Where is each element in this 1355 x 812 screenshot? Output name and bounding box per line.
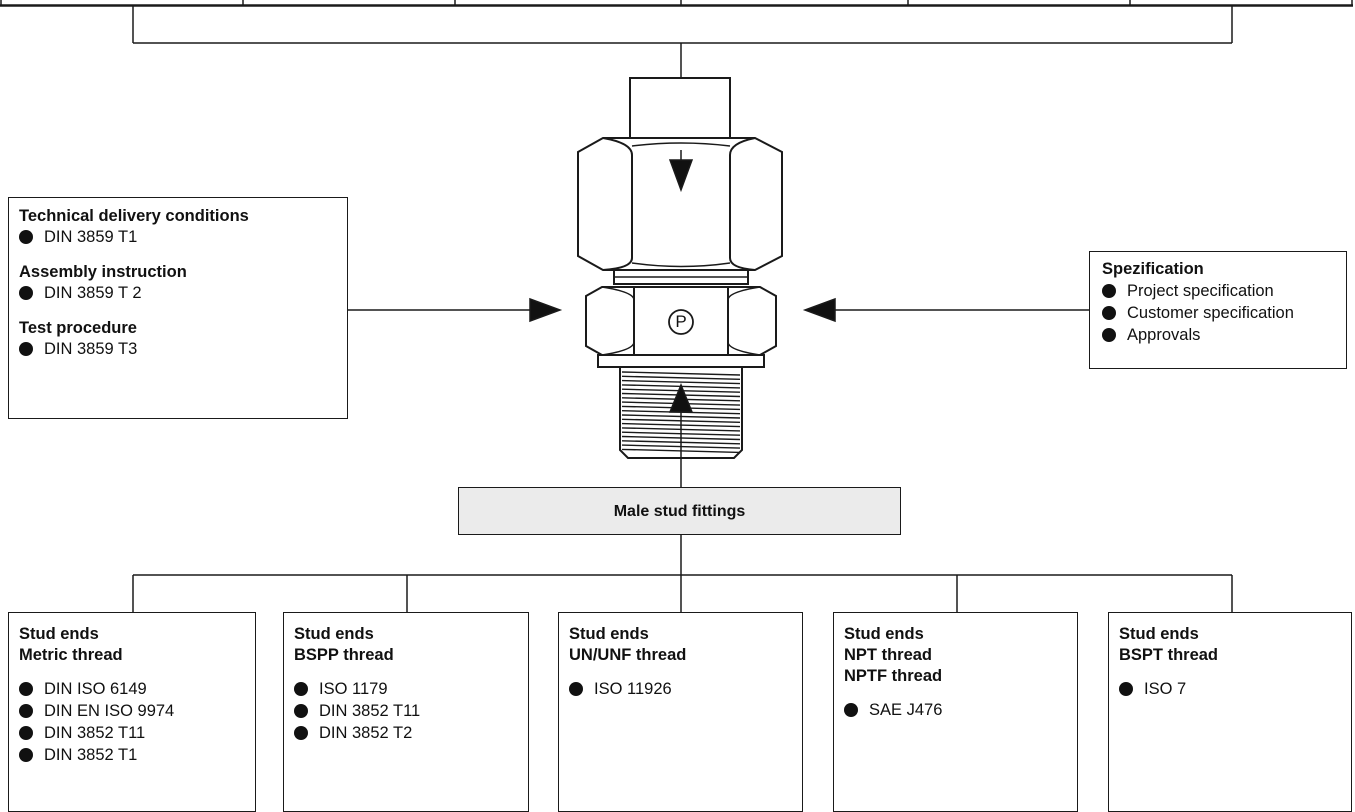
box-title-line: BSPT thread xyxy=(1119,646,1219,664)
list-item: ISO 1179 xyxy=(294,679,528,700)
list-item: DIN 3852 T1 xyxy=(19,745,255,766)
bullet-dot-icon xyxy=(19,230,33,244)
bullet-dot-icon xyxy=(1119,682,1133,696)
bullet-dot-icon xyxy=(19,682,33,696)
list-item: Customer specification xyxy=(1102,303,1346,324)
specification-box-right: Spezification Project specification Cust… xyxy=(1089,251,1347,369)
box-title-line: Stud ends xyxy=(1119,625,1199,643)
box-title-line: Stud ends xyxy=(19,625,99,643)
bottom-connector-lines xyxy=(132,535,1233,612)
list-item: DIN 3852 T11 xyxy=(294,701,528,722)
center-label: Male stud fittings xyxy=(613,502,746,520)
list-item: DIN EN ISO 9974 xyxy=(19,701,255,722)
bullet-dot-icon xyxy=(294,726,308,740)
bullet-dot-icon xyxy=(294,704,308,718)
list-item: DIN 3859 T3 xyxy=(19,339,347,360)
list-item: DIN 3852 T11 xyxy=(19,723,255,744)
bullet-dot-icon xyxy=(1102,284,1116,298)
list-item: ISO 11926 xyxy=(569,679,802,700)
arrow-top xyxy=(668,150,694,193)
arrow-bottom xyxy=(668,383,694,487)
stud-ends-box-bspt: Stud ends BSPT thread ISO 7 xyxy=(1108,612,1352,812)
box-title-line: NPTF thread xyxy=(844,667,943,685)
top-table-fragment xyxy=(0,0,1353,7)
bullet-dot-icon xyxy=(19,748,33,762)
bullet-dot-icon xyxy=(19,704,33,718)
box-title-line: Stud ends xyxy=(294,625,374,643)
bullet-dot-icon xyxy=(1102,306,1116,320)
list-item: DIN 3859 T1 xyxy=(19,227,347,248)
box-title-line: UN/UNF thread xyxy=(569,646,687,664)
arrow-left xyxy=(348,297,563,323)
fitting-illustration xyxy=(577,77,783,459)
stud-ends-box-metric: Stud ends Metric thread DIN ISO 6149 DIN… xyxy=(8,612,256,812)
bullet-dot-icon xyxy=(19,286,33,300)
thread-line xyxy=(621,375,741,380)
thread-line xyxy=(621,379,741,385)
list-item: SAE J476 xyxy=(844,700,1077,721)
section-title: Spezification xyxy=(1102,260,1204,278)
section-title: Technical delivery conditions xyxy=(19,207,249,225)
tube xyxy=(629,77,731,141)
section-title: Assembly instruction xyxy=(19,263,187,281)
list-item: ISO 7 xyxy=(1119,679,1351,700)
arrow-right xyxy=(802,297,1089,323)
bullet-dot-icon xyxy=(569,682,583,696)
nut xyxy=(577,137,783,271)
list-item: Approvals xyxy=(1102,325,1346,346)
standards-box-left: Technical delivery conditions DIN 3859 T… xyxy=(8,197,348,419)
box-title-line: Metric thread xyxy=(19,646,123,664)
stud-ends-box-npt: Stud ends NPT thread NPTF thread SAE J47… xyxy=(833,612,1078,812)
list-item: DIN 3859 T 2 xyxy=(19,283,347,304)
bullet-dot-icon xyxy=(19,342,33,356)
bullet-dot-icon xyxy=(1102,328,1116,342)
bullet-dot-icon xyxy=(294,682,308,696)
thread-line xyxy=(621,371,741,376)
list-item: Project specification xyxy=(1102,281,1346,302)
box-title-line: Stud ends xyxy=(569,625,649,643)
bullet-dot-icon xyxy=(19,726,33,740)
section-title: Test procedure xyxy=(19,319,137,337)
bullet-dot-icon xyxy=(844,703,858,717)
box-title-line: BSPP thread xyxy=(294,646,394,664)
box-title-line: NPT thread xyxy=(844,646,933,664)
stud-ends-box-un-unf: Stud ends UN/UNF thread ISO 11926 xyxy=(558,612,803,812)
list-item: DIN ISO 6149 xyxy=(19,679,255,700)
list-item: DIN 3852 T2 xyxy=(294,723,528,744)
stud-ends-box-bspp: Stud ends BSPP thread ISO 1179 DIN 3852 … xyxy=(283,612,529,812)
center-label-box: Male stud fittings xyxy=(458,487,901,535)
box-title-line: Stud ends xyxy=(844,625,924,643)
fitting-marking: P xyxy=(675,312,687,331)
